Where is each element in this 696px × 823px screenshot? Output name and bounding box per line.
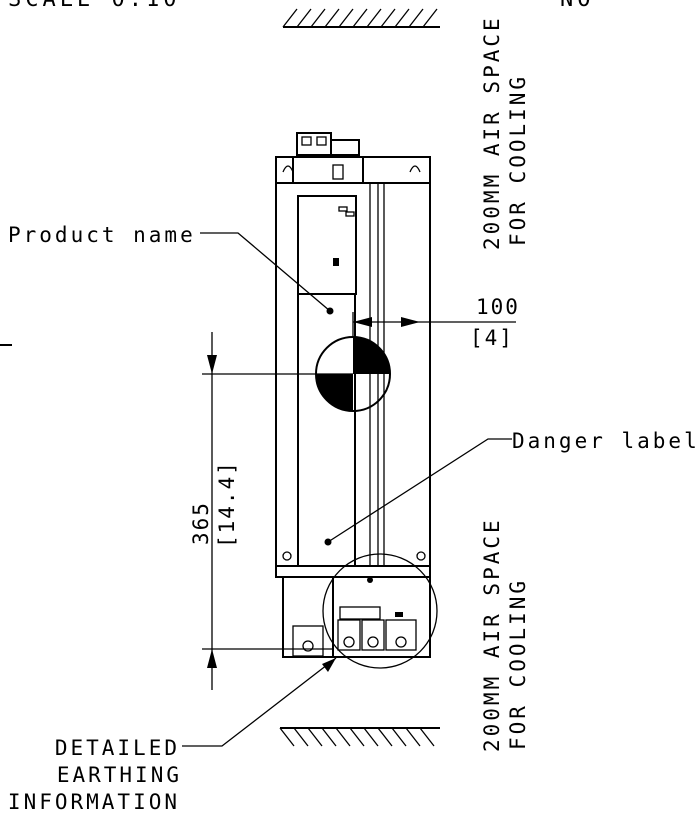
earthing-label-line3: INFORMATION	[8, 790, 180, 814]
bottom-wall-hatch	[279, 727, 440, 747]
height-dimension-mm: 365	[189, 501, 213, 545]
air-space-bottom-line2: FOR COOLING	[506, 578, 530, 750]
product-name-leader	[200, 232, 334, 315]
top-right-fragment: NO	[560, 0, 595, 12]
drive-outline	[275, 132, 431, 658]
danger-label: Danger label	[512, 429, 696, 453]
earthing-label-line1: DETAILED	[55, 736, 180, 760]
danger-label-leader	[324, 438, 512, 546]
height-dimension-inch: [14.4]	[215, 460, 239, 548]
width-dimension-mm: 100	[476, 295, 520, 319]
air-space-top-line1: 200MM AIR SPACE	[480, 15, 504, 250]
air-space-top-line2: FOR COOLING	[506, 74, 530, 246]
top-wall-hatch	[282, 8, 440, 28]
product-name-label: Product name	[8, 223, 196, 247]
air-space-bottom-line1: 200MM AIR SPACE	[480, 517, 504, 752]
earthing-detail-circle	[322, 553, 438, 669]
earthing-leader	[182, 657, 337, 747]
width-dimension-inch: [4]	[470, 326, 514, 350]
scale-note: SCALE 0.10	[8, 0, 180, 12]
earthing-label-line2: EARTHING	[57, 763, 182, 787]
height-dimension	[202, 332, 353, 690]
width-dimension	[352, 312, 516, 337]
